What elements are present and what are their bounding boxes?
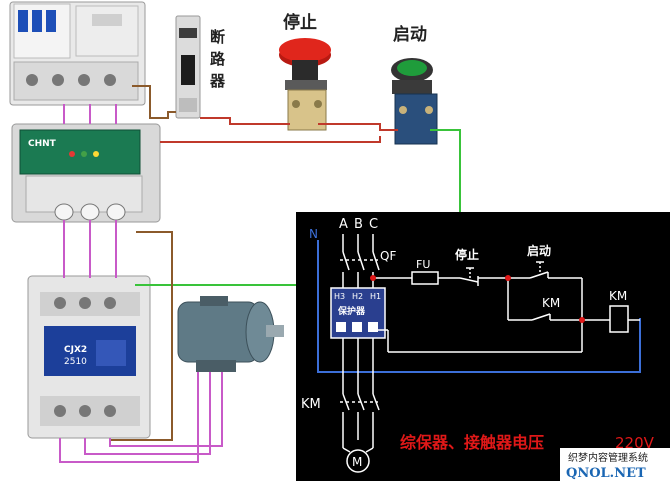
terminal-h3: H3 <box>334 292 345 301</box>
residual-current-breaker <box>9 1 146 106</box>
junction-dot <box>579 317 585 323</box>
neutral-label: N <box>309 227 318 241</box>
photo-wiring: 断 路 器 停止 启动 CHNT <box>9 1 461 463</box>
terminal-h2: H2 <box>352 292 363 301</box>
schematic-start-label: 启动 <box>527 243 551 258</box>
motor-symbol: M <box>342 447 374 473</box>
motor-protector-photo: CHNT <box>11 123 161 223</box>
phase-a-label: A <box>339 217 348 232</box>
contactor-model: CJX2 <box>64 345 87 355</box>
caption-voltage: 220V <box>615 434 655 452</box>
caption-text: 综保器、接触器电压 <box>400 433 544 452</box>
photo-wires <box>59 85 461 463</box>
km-coil-label: KM <box>609 289 627 303</box>
watermark-line1: 织梦内容管理系统 <box>568 451 648 464</box>
start-button-label: 启动 <box>393 24 427 45</box>
protector-brand: CHNT <box>28 139 57 149</box>
breaker-label-char-2: 路 <box>210 50 226 68</box>
motor-photo <box>177 296 284 372</box>
km-aux-label: KM <box>542 296 560 310</box>
qf-label: QF <box>380 249 396 263</box>
stop-button-photo <box>279 38 331 131</box>
protector-box: H3 H2 H1 保护器 <box>330 287 386 339</box>
motor-label: M <box>352 455 362 469</box>
single-pole-breaker <box>175 15 201 119</box>
schematic-stop-label: 停止 <box>455 247 479 262</box>
protector-name: 保护器 <box>337 305 366 317</box>
km-main-label: KM <box>301 397 321 412</box>
phase-b-label: B <box>354 217 363 232</box>
contactor-rating: 2510 <box>64 357 87 367</box>
phase-c-label: C <box>369 217 378 232</box>
junction-dot <box>370 275 376 281</box>
contactor-photo: CJX2 2510 <box>27 275 151 439</box>
watermark-line2: QNOL.NET <box>566 466 646 481</box>
junction-dot <box>505 275 511 281</box>
control-circuit <box>373 261 640 353</box>
start-button-photo <box>391 58 438 145</box>
stop-button-label: 停止 <box>283 12 317 33</box>
watermark: 织梦内容管理系统 QNOL.NET <box>560 448 670 481</box>
neutral-wire <box>317 240 641 373</box>
breaker-label-char-1: 断 <box>210 28 225 46</box>
terminal-h1: H1 <box>370 292 381 301</box>
schematic-panel: N A B C <box>296 212 670 481</box>
phase-lines <box>340 234 380 448</box>
fu-label: FU <box>416 258 430 271</box>
breaker-label-char-3: 器 <box>209 72 226 90</box>
